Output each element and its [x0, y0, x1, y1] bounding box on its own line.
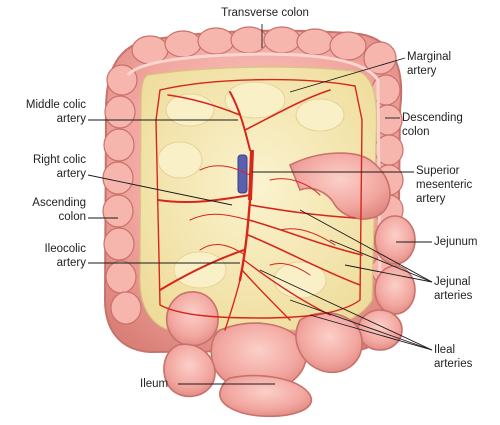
label-jejunal-arteries: Jejunal arteries: [434, 276, 473, 302]
label-jejunum: Jejunum: [434, 236, 478, 248]
label-ileocolic-artery: Ileocolic artery: [44, 243, 86, 269]
small-intestine: [163, 152, 416, 418]
label-transverse-colon: Transverse colon: [221, 7, 309, 19]
leader-jejunal-1: [299, 209, 433, 283]
label-right-colic-artery: Right colic artery: [32, 154, 86, 180]
leader-jejunal-2: [329, 239, 433, 283]
label-ileal-arteries: Ileal arteries: [434, 344, 473, 370]
label-middle-colic-artery: Middle colic artery: [25, 99, 86, 125]
label-superior-mesenteric-artery: Superior mesenteric artery: [416, 165, 473, 205]
leader-ileal-3: [309, 314, 433, 351]
leader-right-colic: [87, 174, 233, 206]
label-ascending-colon: Ascending colon: [32, 197, 86, 223]
leader-jejunal-3: [344, 264, 433, 283]
label-descending-colon: Descending colon: [402, 112, 463, 138]
leader-ileal-1: [259, 269, 433, 351]
leader-ileal-2: [289, 299, 433, 351]
arterial-tree: [155, 78, 363, 331]
label-ileum: Ileum: [140, 378, 169, 390]
label-marginal-artery: Marginal artery: [407, 51, 452, 77]
leader-lines: [87, 24, 433, 385]
leader-marginal-artery: [289, 57, 406, 93]
